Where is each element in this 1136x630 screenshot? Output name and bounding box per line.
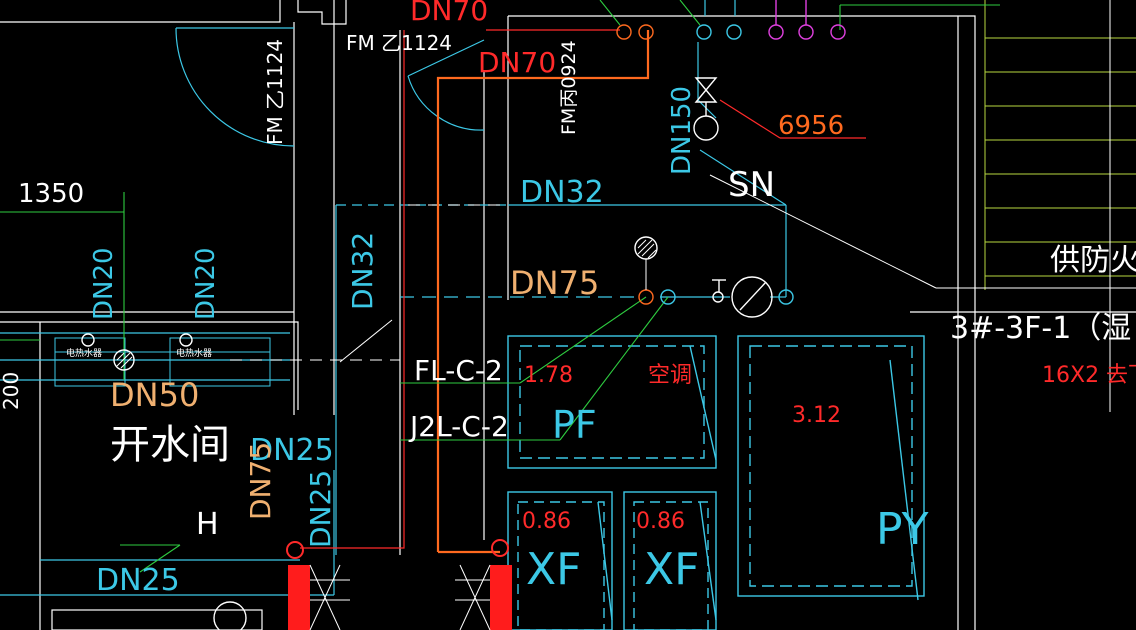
pressure-gauge-icon	[712, 276, 773, 318]
green-leaders	[0, 0, 1000, 573]
label-dn75-horizontal: DN75	[510, 264, 599, 302]
label-kaishuijian: 开水间	[110, 422, 230, 468]
dashed-lines	[230, 204, 508, 361]
label-1350: 1350	[18, 179, 84, 209]
label-heater-a: 电热水器	[66, 347, 102, 359]
label-200: 200	[0, 372, 23, 410]
label-178: 1.78	[524, 363, 573, 388]
red-pipes	[300, 29, 866, 549]
orange-pipe	[436, 30, 650, 554]
door-swings	[175, 27, 485, 147]
pipe-fittings	[81, 0, 846, 630]
red-columns	[286, 539, 512, 630]
label-dn32-horizontal: DN32	[520, 175, 604, 210]
label-xf-a: XF	[526, 544, 581, 595]
label-086-b: 0.86	[636, 509, 685, 534]
stair-treads	[984, 0, 1136, 412]
water-heaters	[54, 337, 271, 387]
label-dn50: DN50	[110, 376, 199, 414]
label-gongfang: 供防火分	[1050, 243, 1136, 278]
equipment-boxes	[507, 335, 925, 630]
label-dn20-a: DN20	[89, 247, 119, 320]
label-fm-b1124: FM 乙1124	[346, 31, 452, 55]
label-py: PY	[876, 504, 929, 555]
label-fl-c2: FL-C-2	[414, 354, 503, 387]
hatched-circles	[113, 236, 658, 371]
label-dn150: DN150	[667, 86, 697, 175]
label-312: 3.12	[792, 403, 841, 428]
label-dn70-mid: DN70	[478, 46, 556, 79]
label-h: H	[196, 507, 219, 542]
label-kongtiao: 空调	[648, 363, 692, 388]
label-dn32-vertical: DN32	[346, 232, 379, 310]
label-6956: 6956	[778, 111, 844, 141]
label-sn: SN	[728, 165, 775, 205]
label-dn25-a: DN25	[250, 433, 334, 468]
valve-icon	[694, 77, 718, 116]
text-labels: FM 乙1124 FM 乙1124 FM丙0924 DN70 DN70 DN15…	[0, 0, 1136, 598]
label-16x2: 16X2 去下	[1042, 363, 1136, 388]
label-loop-3f: 3#-3F-1（湿	[950, 311, 1131, 346]
label-dn25-b: DN25	[304, 470, 337, 548]
label-pf: PF	[552, 403, 597, 447]
label-heater-b: 电热水器	[176, 347, 212, 359]
label-fm-b1124-rotated: FM 乙1124	[263, 39, 287, 145]
label-dn20-b: DN20	[191, 247, 221, 320]
label-dn25-c: DN25	[96, 563, 180, 598]
label-j2l-c2: J2L-C-2	[408, 410, 509, 443]
label-dn70-top: DN70	[410, 0, 488, 27]
label-xf-b: XF	[644, 544, 699, 595]
label-dn75-vertical: DN75	[244, 442, 277, 520]
label-086-a: 0.86	[522, 509, 571, 534]
label-fm-c0924: FM丙0924	[558, 40, 580, 135]
cyan-pipes	[0, 0, 787, 596]
white-leaders	[339, 174, 1136, 363]
